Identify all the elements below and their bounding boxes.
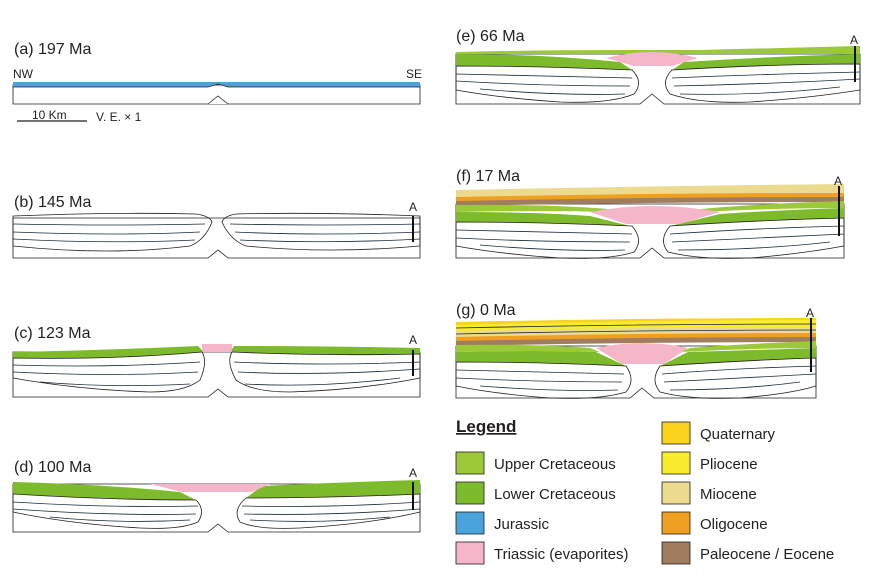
well-a-label: A bbox=[834, 174, 842, 188]
strata-lines-left bbox=[12, 223, 206, 243]
salt-diapir-top bbox=[202, 344, 232, 352]
salt-diapir-top bbox=[606, 52, 698, 66]
panel-c-label: (c) 123 Ma bbox=[14, 325, 91, 342]
pliocene-layer bbox=[456, 320, 816, 332]
legend-label-quaternary: Quaternary bbox=[700, 426, 776, 443]
legend-label-pliocene: Pliocene bbox=[700, 456, 758, 473]
strata-lines-right bbox=[669, 225, 845, 251]
lower-cretaceous-left bbox=[456, 351, 626, 366]
strata-lines-right bbox=[233, 361, 421, 386]
strata-lines-left bbox=[455, 73, 633, 95]
lower-cretaceous-right bbox=[670, 208, 844, 226]
lower-cretaceous-left bbox=[13, 346, 204, 359]
legend-swatch-oligocene bbox=[661, 511, 691, 535]
salt-canopy bbox=[150, 484, 270, 492]
jurassic-right-lobe bbox=[229, 351, 421, 393]
nw-label: NW bbox=[13, 67, 34, 81]
panel-f-label: (f) 17 Ma bbox=[456, 168, 520, 185]
strata-lines-left bbox=[12, 501, 199, 522]
basement-notch bbox=[207, 95, 229, 105]
panel-a-label: (a) 197 Ma bbox=[14, 41, 91, 58]
jurassic-left-lobe bbox=[455, 361, 632, 399]
legend-swatch-jurassic bbox=[455, 511, 485, 535]
lower-cretaceous-left bbox=[456, 54, 632, 70]
jurassic-right-lobe bbox=[221, 212, 421, 251]
upper-cretaceous-right bbox=[680, 341, 816, 352]
lower-cretaceous-right bbox=[672, 54, 860, 70]
miocene-layer bbox=[456, 184, 844, 198]
lower-cretaceous-left bbox=[13, 482, 196, 500]
strata-lines-right bbox=[671, 71, 861, 95]
legend-swatch-upper-cretaceous bbox=[455, 451, 485, 475]
well-a-label: A bbox=[409, 200, 417, 214]
legend-swatch-lower-cretaceous bbox=[455, 481, 485, 505]
panel-c: (c) 123 Ma A bbox=[12, 325, 421, 398]
panel-b-label: (b) 145 Ma bbox=[14, 194, 91, 211]
salt-canopy bbox=[590, 206, 720, 224]
scale-bar-label: 10 Km bbox=[32, 108, 67, 122]
jurassic-left-lobe bbox=[455, 65, 639, 103]
panel-e-label: (e) 66 Ma bbox=[456, 28, 525, 45]
legend-label-jurassic: Jurassic bbox=[494, 516, 550, 533]
panel-e: (e) 66 Ma A bbox=[455, 28, 861, 105]
legend-label-triassic: Triassic (evaporites) bbox=[494, 546, 628, 563]
upper-cretaceous-right bbox=[690, 201, 844, 212]
upper-cretaceous-left bbox=[456, 344, 600, 352]
well-a-label: A bbox=[409, 466, 417, 480]
jurassic-layer bbox=[13, 82, 420, 87]
well-a-label: A bbox=[850, 33, 858, 47]
panel-g-label: (g) 0 Ma bbox=[456, 302, 516, 319]
legend-label-upper-cretaceous: Upper Cretaceous bbox=[494, 456, 616, 473]
paleocene-eocene-layer bbox=[456, 197, 844, 206]
panel-a: (a) 197 Ma NW SE 10 Km V. E. × 1 bbox=[12, 41, 422, 124]
strata-lines-upper bbox=[455, 323, 817, 335]
upper-cretaceous-left bbox=[456, 204, 620, 212]
triassic-layer bbox=[12, 217, 421, 259]
well-a-label: A bbox=[806, 306, 814, 320]
legend-swatch-miocene bbox=[661, 481, 691, 505]
strata-lines-left bbox=[455, 229, 633, 251]
jurassic-left-lobe bbox=[12, 351, 205, 393]
legend-label-oligocene: Oligocene bbox=[700, 516, 768, 533]
jurassic-left-lobe bbox=[455, 221, 639, 259]
legend-label-miocene: Miocene bbox=[700, 486, 757, 503]
jurassic-right-lobe bbox=[663, 217, 845, 259]
ve-label: V. E. × 1 bbox=[96, 110, 142, 124]
jurassic-right-lobe bbox=[654, 357, 817, 399]
lower-cretaceous-right bbox=[660, 348, 816, 366]
miocene-layer bbox=[456, 327, 816, 338]
legend-swatch-quaternary bbox=[661, 421, 691, 445]
legend-title: Legend bbox=[456, 417, 516, 436]
legend-swatch-paleocene-eocene bbox=[661, 541, 691, 565]
salt-top-line bbox=[13, 83, 420, 88]
se-label: SE bbox=[406, 67, 422, 81]
strata-lines-left bbox=[12, 361, 201, 386]
jurassic-right-lobe bbox=[236, 493, 421, 529]
strata-lines-right bbox=[229, 223, 421, 243]
panel-f: (f) 17 Ma A bbox=[455, 168, 845, 259]
panel-d: (d) 100 Ma A bbox=[12, 459, 421, 533]
salt-diapir-top bbox=[596, 343, 688, 364]
well-a-label: A bbox=[409, 333, 417, 347]
legend-label-lower-cretaceous: Lower Cretaceous bbox=[494, 486, 616, 503]
jurassic-right-lobe bbox=[665, 63, 861, 103]
lower-cretaceous-right bbox=[246, 480, 420, 498]
legend-swatch-pliocene bbox=[661, 451, 691, 475]
panel-b: (b) 145 Ma A bbox=[12, 194, 421, 259]
upper-cretaceous-layer bbox=[456, 46, 860, 54]
jurassic-left-lobe bbox=[12, 212, 213, 252]
strata-lines-left bbox=[455, 369, 625, 391]
legend-label-paleocene-eocene: Paleocene / Eocene bbox=[700, 546, 834, 563]
lower-cretaceous-right bbox=[230, 346, 420, 355]
legend-swatch-triassic bbox=[455, 541, 485, 565]
panel-d-label: (d) 100 Ma bbox=[14, 459, 91, 476]
strata-lines-right bbox=[661, 365, 817, 391]
panel-g: (g) 0 Ma A bbox=[455, 302, 817, 399]
strata-lines-right bbox=[241, 501, 421, 522]
paleocene-eocene-layer bbox=[456, 337, 816, 346]
lower-cretaceous-left bbox=[456, 212, 630, 226]
jurassic-left-lobe bbox=[12, 493, 202, 529]
